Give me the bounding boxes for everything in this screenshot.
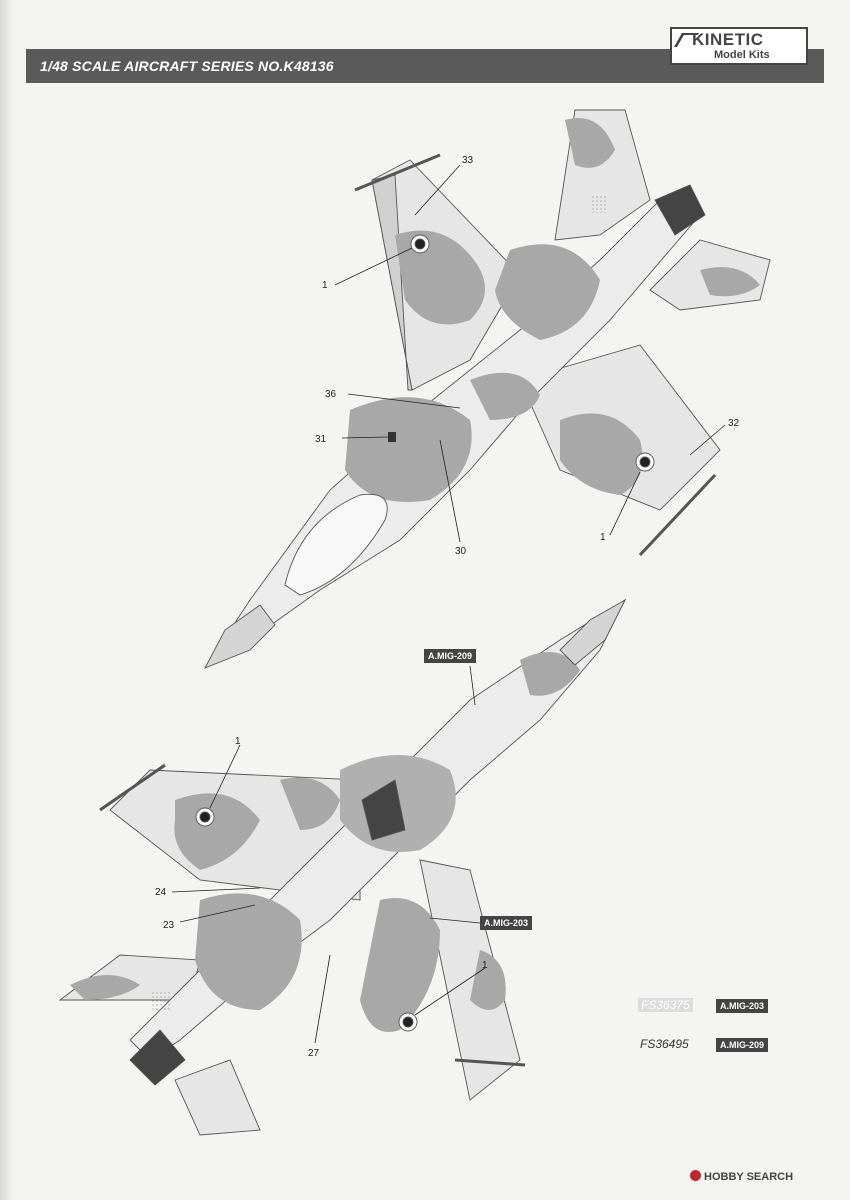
- bottom-view-aircraft: [58, 598, 627, 1136]
- callout-23: 23: [163, 920, 175, 931]
- top-view-aircraft: [204, 109, 771, 669]
- callout-1-bottom-left: 1: [235, 736, 241, 747]
- kinetic-logo: KINETIC Model Kits: [670, 27, 808, 65]
- callout-1-top-left: 1: [322, 280, 328, 291]
- callout-36: 36: [325, 389, 337, 400]
- callout-24: 24: [155, 887, 167, 898]
- paint-tag-mig203: A.MIG-203: [480, 916, 533, 930]
- legend-code-2: A.MIG-209: [716, 1038, 769, 1052]
- callout-leaders: [171, 164, 726, 1044]
- callout-31: 31: [315, 434, 327, 445]
- watermark: HOBBY SEARCH: [690, 1170, 793, 1183]
- callout-1-top-right: 1: [600, 532, 606, 543]
- callout-27: 27: [308, 1048, 320, 1059]
- callout-1-bottom-right: 1: [482, 960, 488, 971]
- legend-code-1: A.MIG-203: [716, 999, 769, 1013]
- paint-tag-mig209: A.MIG-209: [424, 649, 477, 663]
- callout-30: 30: [455, 546, 467, 557]
- legend-fs-1: FS36375: [638, 998, 693, 1012]
- series-title: 1/48 SCALE AIRCRAFT SERIES NO.K48136: [40, 58, 334, 74]
- page-spine-shadow: [0, 0, 14, 1200]
- hobby-search-logo-icon: [690, 1170, 701, 1181]
- callout-32: 32: [728, 418, 740, 429]
- callout-33: 33: [462, 155, 474, 166]
- legend-fs-2: FS36495: [640, 1037, 689, 1051]
- watermark-text: HOBBY SEARCH: [704, 1171, 794, 1183]
- logo-sub: Model Kits: [714, 49, 770, 61]
- logo-brand: KINETIC: [692, 30, 764, 49]
